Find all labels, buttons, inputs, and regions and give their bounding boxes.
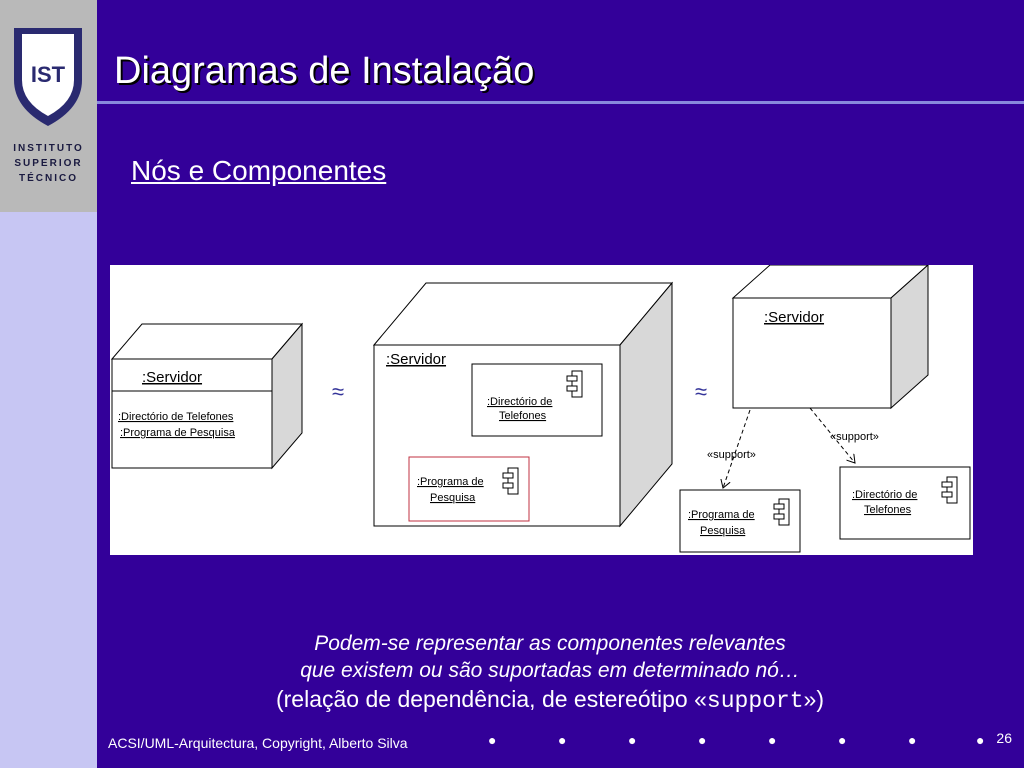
comp-prog-line1: :Programa de	[417, 476, 484, 488]
component-programa: :Programa de Pesquisa	[408, 456, 530, 522]
equivalence-symbol-2: ≈	[695, 379, 707, 404]
slide-subtitle: Nós e Componentes	[131, 155, 387, 186]
support-label-right: «support»	[830, 431, 879, 443]
caption-line-3-prefix: (relação de dependência, de estereótipo …	[275, 686, 707, 712]
footer-copyright: ACSI/UML-Arquitectura, Copyright, Albert…	[108, 735, 408, 751]
node2-label: :Servidor	[386, 351, 446, 368]
node1-label: :Servidor	[142, 369, 202, 386]
component-directorio: :Directório de Telefones	[471, 363, 603, 437]
caption-line-2: que existem ou são suportadas em determi…	[300, 659, 800, 682]
shield-icon: IST	[14, 28, 82, 126]
node1-line1: :Directório de Telefones	[118, 411, 234, 423]
logo-text-line1: INSTITUTO	[13, 143, 84, 154]
logo-text-line3: TÉCNICO	[19, 173, 78, 184]
caption-line-3: (relação de dependência, de estereótipo …	[110, 684, 990, 716]
footer-dots: ● ● ● ● ● ● ● ●	[480, 732, 990, 752]
caption-line-3-suffix: »)	[803, 686, 824, 712]
logo-monogram: IST	[31, 62, 66, 87]
comp-prog-line2: Pesquisa	[430, 492, 476, 504]
footer-dot: ●	[908, 732, 917, 748]
equivalence-symbol-1: ≈	[332, 379, 344, 404]
comp-prog-sep-line1: :Programa de	[688, 509, 755, 521]
support-label-left: «support»	[707, 449, 756, 461]
caption-line-1: Podem-se representar as componentes rele…	[314, 632, 786, 655]
caption: Podem-se representar as componentes rele…	[110, 630, 990, 716]
comp-dir-line1: :Directório de	[487, 396, 552, 408]
dependency-support-right: «support»	[809, 407, 879, 463]
comp-prog-sep-line2: Pesquisa	[700, 525, 746, 537]
node-servidor-3: :Servidor	[731, 263, 930, 410]
deployment-diagram: :Servidor :Directório de Telefones :Prog…	[110, 263, 973, 555]
slide-title: Diagramas de Instalação	[114, 50, 535, 92]
page-number: 26	[996, 730, 1012, 746]
comp-dir-sep-line1: :Directório de	[852, 489, 917, 501]
caption-code-support: support	[706, 688, 804, 714]
node-servidor-1: :Servidor :Directório de Telefones :Prog…	[110, 322, 304, 470]
component-programa-separate: :Programa de Pesquisa	[679, 489, 801, 553]
dependency-support-left: «support»	[707, 409, 756, 488]
logo: IST INSTITUTO SUPERIOR TÉCNICO	[0, 0, 97, 212]
footer-dot: ●	[698, 732, 707, 748]
title-divider	[97, 101, 1024, 104]
node1-line2: :Programa de Pesquisa	[120, 427, 236, 439]
footer-dot: ●	[838, 732, 847, 748]
footer-dot: ●	[558, 732, 567, 748]
diagram-canvas: :Servidor :Directório de Telefones :Prog…	[110, 263, 971, 553]
component-directorio-separate: :Directório de Telefones	[839, 466, 971, 540]
sidebar: IST INSTITUTO SUPERIOR TÉCNICO	[0, 0, 97, 768]
logo-text-line2: SUPERIOR	[14, 158, 83, 169]
node-servidor-2: :Servidor :Directório de Telefones :Prog…	[372, 281, 674, 528]
node3-label: :Servidor	[764, 309, 824, 326]
footer-dot: ●	[976, 732, 985, 748]
footer-dot: ●	[768, 732, 777, 748]
footer-dot: ●	[488, 732, 497, 748]
comp-dir-sep-line2: Telefones	[864, 504, 912, 516]
comp-dir-line2: Telefones	[499, 410, 547, 422]
footer-dot: ●	[628, 732, 637, 748]
